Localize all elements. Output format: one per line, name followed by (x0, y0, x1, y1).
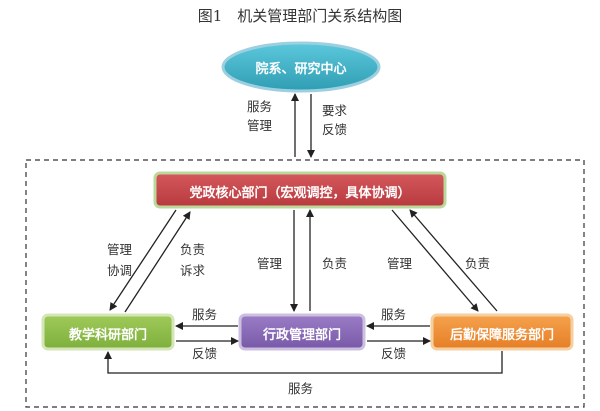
label-core-teach-left-2: 协调 (107, 263, 133, 278)
label-log-admin-service: 服务 (381, 307, 407, 322)
label-core-teach-right-2: 诉求 (180, 263, 206, 278)
edge-logistics-to-teach (104, 351, 503, 374)
edge-logistics-to-core (409, 209, 498, 312)
node-logistics (430, 313, 574, 351)
label-core-log-left: 管理 (387, 256, 413, 271)
diagram-title: 图1 机关管理部门关系结构图 (197, 7, 403, 25)
node-core-label: 党政核心部门（宏观调控，具体协调） (189, 186, 411, 201)
node-core (153, 171, 447, 209)
label-core-teach-right-1: 负责 (180, 242, 206, 257)
label-log-teach-bottom: 服务 (288, 381, 314, 396)
label-top-up-2: 反馈 (322, 122, 348, 137)
edge-teach-to-core (124, 211, 191, 313)
node-top-label: 院系、研究中心 (255, 62, 347, 77)
label-admin-teach-service: 服务 (192, 307, 218, 322)
label-top-up-1: 要求 (322, 103, 348, 118)
node-top (221, 41, 381, 93)
label-admin-teach-feedback: 反馈 (192, 346, 218, 361)
label-top-down-1: 服务 (247, 99, 273, 114)
label-core-teach-left-1: 管理 (107, 242, 133, 257)
node-admin (238, 313, 366, 351)
label-top-down-2: 管理 (247, 118, 273, 133)
label-core-log-right: 负责 (465, 256, 491, 271)
label-core-admin-right: 负责 (322, 256, 348, 271)
label-log-admin-feedback: 反馈 (381, 346, 407, 361)
node-teach-label: 教学科研部门 (68, 328, 147, 343)
node-admin-label: 行政管理部门 (262, 328, 341, 343)
node-logistics-label: 后勤保障服务部门 (449, 328, 554, 343)
edge-core-to-teach (109, 209, 177, 311)
label-core-admin-left: 管理 (257, 256, 283, 271)
department-boundary (25, 159, 585, 408)
edge-core-to-logistics (391, 209, 479, 312)
node-teach (41, 313, 175, 351)
